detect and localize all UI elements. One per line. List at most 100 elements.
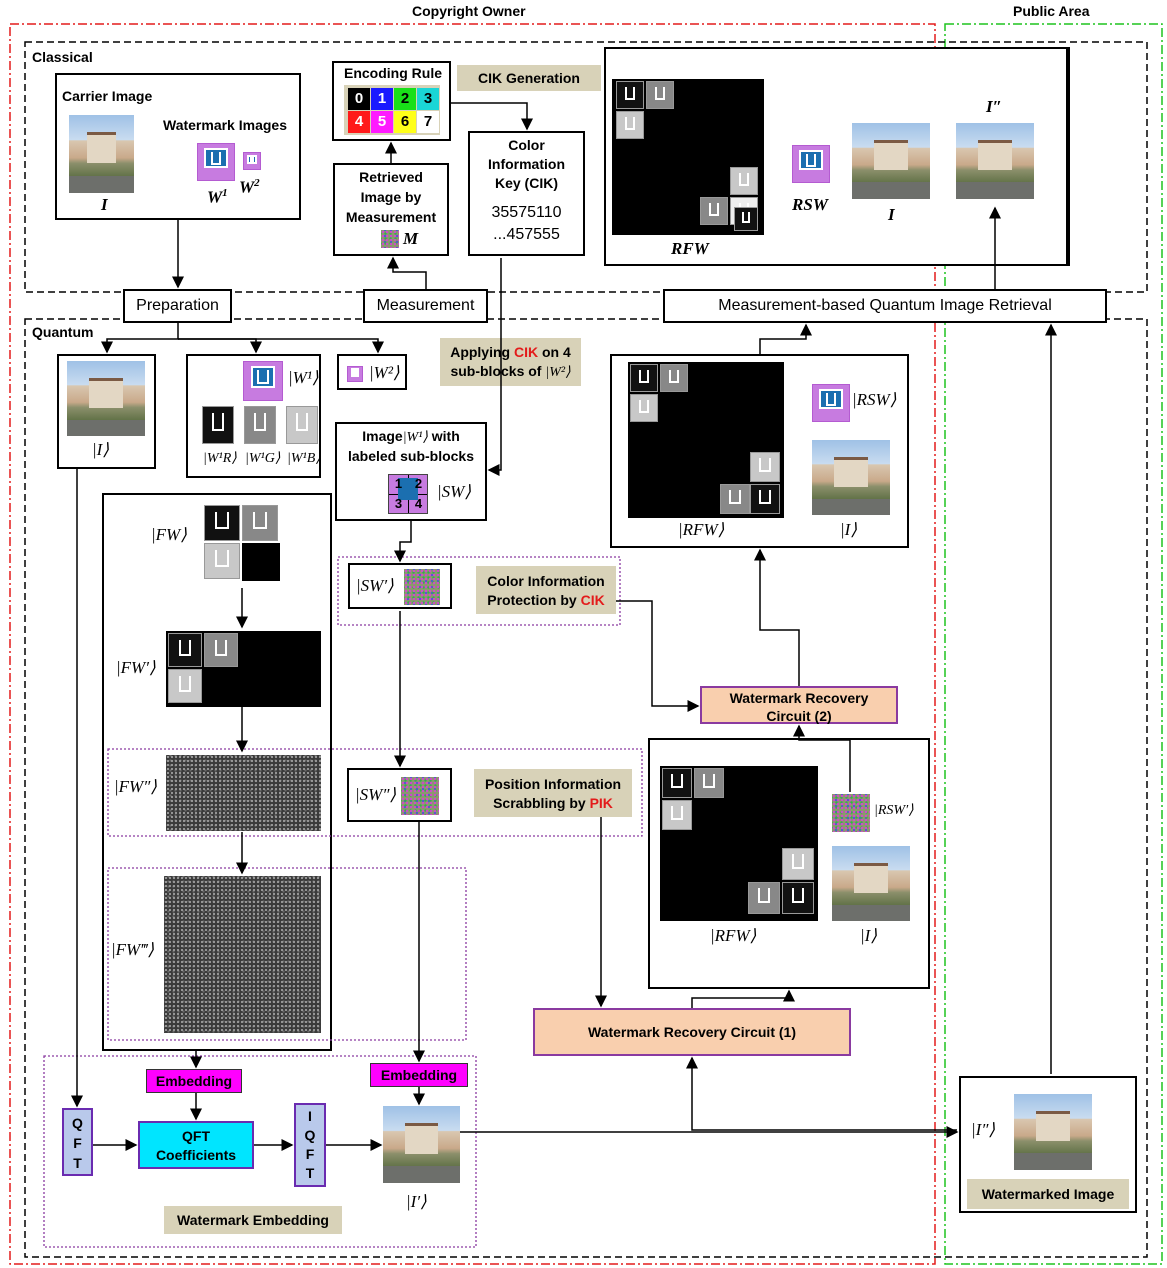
encoding-cell-4: 4 bbox=[348, 111, 370, 133]
encoding-cell-0: 0 bbox=[348, 88, 370, 110]
rfw-top-tile-3 bbox=[630, 394, 658, 422]
rfw-tile-4 bbox=[730, 167, 758, 195]
qft-coefficients-box: QFT Coefficients bbox=[138, 1121, 254, 1169]
ket-W2-box: |W²⟩ bbox=[337, 354, 407, 390]
recovery1-ket-I-label: |I⟩ bbox=[860, 926, 877, 945]
carrier-label-I: I bbox=[101, 195, 108, 214]
fw1-tile-3 bbox=[168, 669, 202, 703]
w1b-label: |W¹B⟩ bbox=[287, 451, 321, 466]
cik-key-title-1: Color bbox=[508, 137, 545, 153]
encoding-rule-grid: 0 1 2 3 4 5 6 7 bbox=[344, 85, 440, 135]
encoding-cell-6: 6 bbox=[394, 111, 416, 133]
retrieved-carrier-image bbox=[852, 123, 930, 199]
retrieved-line3: Measurement bbox=[345, 209, 437, 225]
rfw-label: RFW bbox=[671, 239, 709, 258]
quantum-label: Quantum bbox=[32, 324, 94, 340]
cik-key-title-3: Key (CIK) bbox=[494, 175, 558, 191]
encoding-rule-box: Encoding Rule 0 1 2 3 4 5 6 7 bbox=[332, 61, 451, 141]
measurement-step: Measurement bbox=[363, 289, 488, 323]
subblock-grid: 1 2 3 4 bbox=[388, 474, 428, 514]
copyright-owner-label: Copyright Owner bbox=[412, 3, 526, 19]
rfw-top-tile-2 bbox=[660, 364, 688, 392]
labeled-subblocks-box: Image|W¹⟩ with labeled sub-blocks 1 2 3 … bbox=[335, 422, 487, 521]
subblock-label-3: 3 bbox=[394, 496, 403, 511]
rfw-bottom-tile-5 bbox=[748, 882, 780, 914]
preparation-step: Preparation bbox=[123, 289, 232, 323]
ket-SW-label: |SW⟩ bbox=[437, 482, 471, 501]
carrier-image bbox=[69, 115, 134, 193]
ket-FW2-label: |FW″⟩ bbox=[114, 777, 157, 796]
fw-tile-2 bbox=[242, 505, 278, 541]
cik-key-box: Color Information Key (CIK) 35575110 ...… bbox=[468, 131, 585, 256]
watermark-recovery-circuit-2: Watermark Recovery Circuit (2) bbox=[700, 686, 898, 724]
ket-FW3-label: |FW‴⟩ bbox=[111, 940, 154, 959]
public-area-label: Public Area bbox=[1013, 3, 1090, 19]
w1g-label: |W¹G⟩ bbox=[245, 451, 281, 466]
rfw-tile-3 bbox=[616, 111, 644, 139]
encoding-cell-5: 5 bbox=[371, 111, 393, 133]
recovery2-output-box: |RFW⟩ |RSW⟩ |I⟩ bbox=[610, 354, 909, 548]
ket-RSW-image bbox=[812, 384, 850, 422]
w1b-image bbox=[286, 406, 318, 444]
w1r-label: |W¹R⟩ bbox=[203, 451, 237, 466]
retrieved-line2: Image by bbox=[360, 189, 422, 205]
ket-I-box: |I⟩ bbox=[57, 354, 156, 469]
encoding-rule-title: Encoding Rule bbox=[344, 65, 442, 81]
retrieved-label-M: M bbox=[403, 229, 419, 248]
rfw-bottom-tile-1 bbox=[662, 768, 692, 798]
carrier-image-title: Carrier Image bbox=[62, 88, 153, 104]
fw1-tile-2 bbox=[204, 633, 238, 667]
retrieved-carrier-label: I bbox=[888, 205, 895, 224]
watermark-images-title: Watermark Images bbox=[163, 117, 287, 133]
ket-W1-label: |W¹⟩ bbox=[288, 368, 319, 387]
watermark-embedding-label: Watermark Embedding bbox=[164, 1206, 342, 1234]
sw1-image bbox=[404, 569, 440, 605]
fw-tile-3 bbox=[204, 543, 240, 579]
retrieved-line1: Retrieved bbox=[359, 169, 423, 185]
w1g-image bbox=[244, 406, 276, 444]
ket-FW1-label: |FW′⟩ bbox=[116, 658, 156, 677]
ket-I1-label: |I′⟩ bbox=[406, 1192, 427, 1211]
ket-RSW-label: |RSW⟩ bbox=[852, 390, 897, 409]
ket-W2-label: |W²⟩ bbox=[369, 363, 400, 382]
qft-box: Q F T bbox=[62, 1108, 93, 1176]
rsw-label: RSW bbox=[792, 195, 828, 214]
ket-I-label: |I⟩ bbox=[92, 440, 109, 459]
encoding-cell-1: 1 bbox=[371, 88, 393, 110]
retrieved-noise-image bbox=[381, 230, 399, 248]
public-retrieval-box: I″ bbox=[946, 47, 1068, 266]
color-protection-label: Color Information Protection by CIK bbox=[476, 566, 616, 614]
subblock-label-4: 4 bbox=[414, 496, 423, 511]
watermarked-image-box: |I″⟩ Watermarked Image bbox=[959, 1076, 1137, 1213]
ket-W2-image bbox=[347, 366, 363, 382]
watermark-w2-image bbox=[243, 152, 261, 170]
position-scrambling-label: Position Information Scrabbling by PIK bbox=[474, 769, 632, 817]
w1-label: W1 bbox=[207, 187, 228, 207]
ket-SW2-box: |SW″⟩ bbox=[347, 768, 452, 822]
recovery2-carrier-image bbox=[812, 440, 890, 515]
rfw-top-tile-6 bbox=[750, 484, 780, 514]
cik-generation-label: CIK Generation bbox=[457, 65, 601, 91]
retrieved-image-box: Retrieved Image by Measurement M bbox=[333, 163, 449, 256]
i-double-prime-label: I″ bbox=[986, 97, 1003, 116]
ket-W1-image bbox=[243, 361, 283, 401]
encoding-cell-2: 2 bbox=[394, 88, 416, 110]
rfw-top-tile-4 bbox=[750, 452, 780, 482]
rsw-image bbox=[792, 145, 830, 183]
recovery1-carrier-image bbox=[832, 846, 910, 921]
ket-SW2-label: |SW″⟩ bbox=[355, 785, 397, 804]
cik-key-value-2: ...457555 bbox=[493, 226, 560, 243]
fw-tile-1 bbox=[204, 505, 240, 541]
subblock-label-1: 1 bbox=[394, 476, 403, 491]
encoding-cell-3: 3 bbox=[417, 88, 439, 110]
ket-RFW-top-label: |RFW⟩ bbox=[678, 520, 725, 539]
recovery2-ket-I-label: |I⟩ bbox=[840, 520, 857, 539]
w1r-image bbox=[202, 406, 234, 444]
rsw1-image bbox=[832, 794, 870, 832]
cik-key-title-2: Information bbox=[488, 156, 565, 172]
subblock-label-2: 2 bbox=[414, 476, 423, 491]
watermark-recovery-circuit-1: Watermark Recovery Circuit (1) bbox=[533, 1008, 851, 1056]
